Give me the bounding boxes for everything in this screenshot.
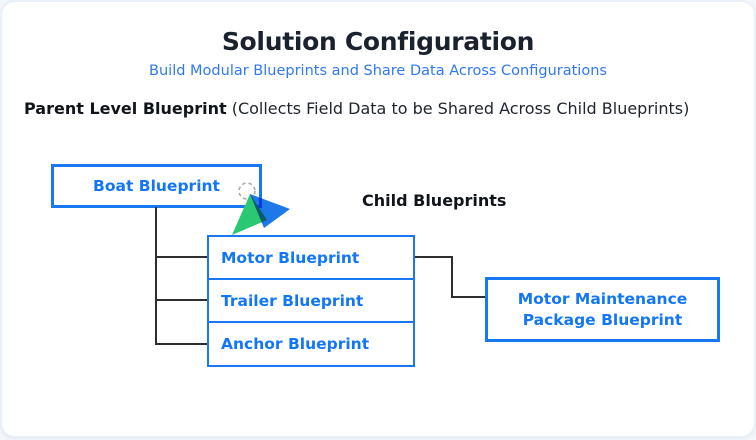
motor-maintenance-package-blueprint-node: Motor Maintenance Package Blueprint: [485, 277, 720, 342]
boat-blueprint-label: Boat Blueprint: [93, 177, 220, 195]
connector-motor-in: [451, 296, 487, 298]
parent-level-heading-bold: Parent Level Blueprint: [24, 99, 227, 118]
page-subtitle: Build Modular Blueprints and Share Data …: [149, 63, 607, 79]
connector-motor-drop: [451, 256, 453, 298]
trailer-blueprint-node: Trailer Blueprint: [207, 278, 415, 323]
connector-branch-motor: [155, 256, 209, 258]
trailer-blueprint-label: Trailer Blueprint: [221, 291, 364, 310]
boat-blueprint-node: Boat Blueprint: [51, 164, 262, 208]
parent-level-heading: Parent Level Blueprint (Collects Field D…: [24, 99, 689, 118]
child-blueprints-heading: Child Blueprints: [362, 191, 507, 210]
connector-motor-out: [413, 256, 453, 258]
connector-parent-trunk: [155, 207, 157, 345]
connector-branch-anchor: [155, 343, 209, 345]
anchor-blueprint-node: Anchor Blueprint: [207, 321, 415, 367]
page-title: Solution Configuration: [221, 27, 535, 56]
motor-maintenance-package-blueprint-label: Motor Maintenance Package Blueprint: [517, 289, 688, 329]
anchor-blueprint-label: Anchor Blueprint: [221, 335, 370, 353]
motor-blueprint-node: Motor Blueprint: [207, 235, 415, 280]
motor-blueprint-label: Motor Blueprint: [221, 248, 360, 267]
connector-branch-trailer: [155, 299, 209, 301]
parent-level-heading-rest: (Collects Field Data to be Shared Across…: [226, 99, 690, 118]
